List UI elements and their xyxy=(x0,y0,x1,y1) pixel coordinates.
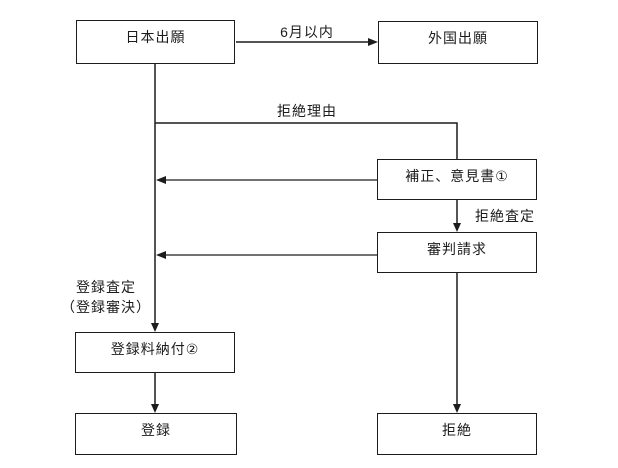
node-japan-application: 日本出願 xyxy=(76,20,235,64)
path-refusal-reason xyxy=(155,122,458,159)
node-rejection: 拒絶 xyxy=(377,413,537,455)
edge-label-registration-decision-line2: （登録審決） xyxy=(61,299,151,315)
edge-label-within-six-months: 6月以内 xyxy=(280,24,334,40)
arrow-amendment-to-mainline-head xyxy=(156,176,166,184)
node-registration: 登録 xyxy=(75,413,237,455)
node-label: 拒絶 xyxy=(442,422,472,438)
node-foreign-application: 外国出願 xyxy=(378,21,538,64)
node-label: 登録料納付② xyxy=(110,341,200,357)
node-amendment-opinion: 補正、意見書① xyxy=(377,159,537,200)
node-label: 登録 xyxy=(141,422,171,438)
node-label: 日本出願 xyxy=(125,29,186,45)
arrow-appeal-to-mainline-head xyxy=(156,251,166,259)
node-appeal-request: 審判請求 xyxy=(377,232,537,273)
arrow-japan-to-foreign-head xyxy=(368,38,378,46)
edge-label-registration-decision: 登録査定 （登録審決） xyxy=(60,277,152,317)
arrow-appeal-to-rejection-head xyxy=(453,404,461,413)
edge-label-refusal-decision: 拒絶査定 xyxy=(475,208,535,224)
node-label: 補正、意見書① xyxy=(405,168,509,184)
arrow-into-registration-fee-head xyxy=(151,323,159,332)
node-registration-fee-payment: 登録料納付② xyxy=(75,332,235,373)
edge-label-registration-decision-line1: 登録査定 xyxy=(76,279,136,295)
node-label: 審判請求 xyxy=(427,241,487,257)
arrow-fee-to-registration-head xyxy=(151,404,159,413)
arrow-amendment-to-appeal-head xyxy=(453,223,461,232)
edge-label-refusal-reason: 拒絶理由 xyxy=(277,103,337,119)
node-label: 外国出願 xyxy=(428,30,488,46)
